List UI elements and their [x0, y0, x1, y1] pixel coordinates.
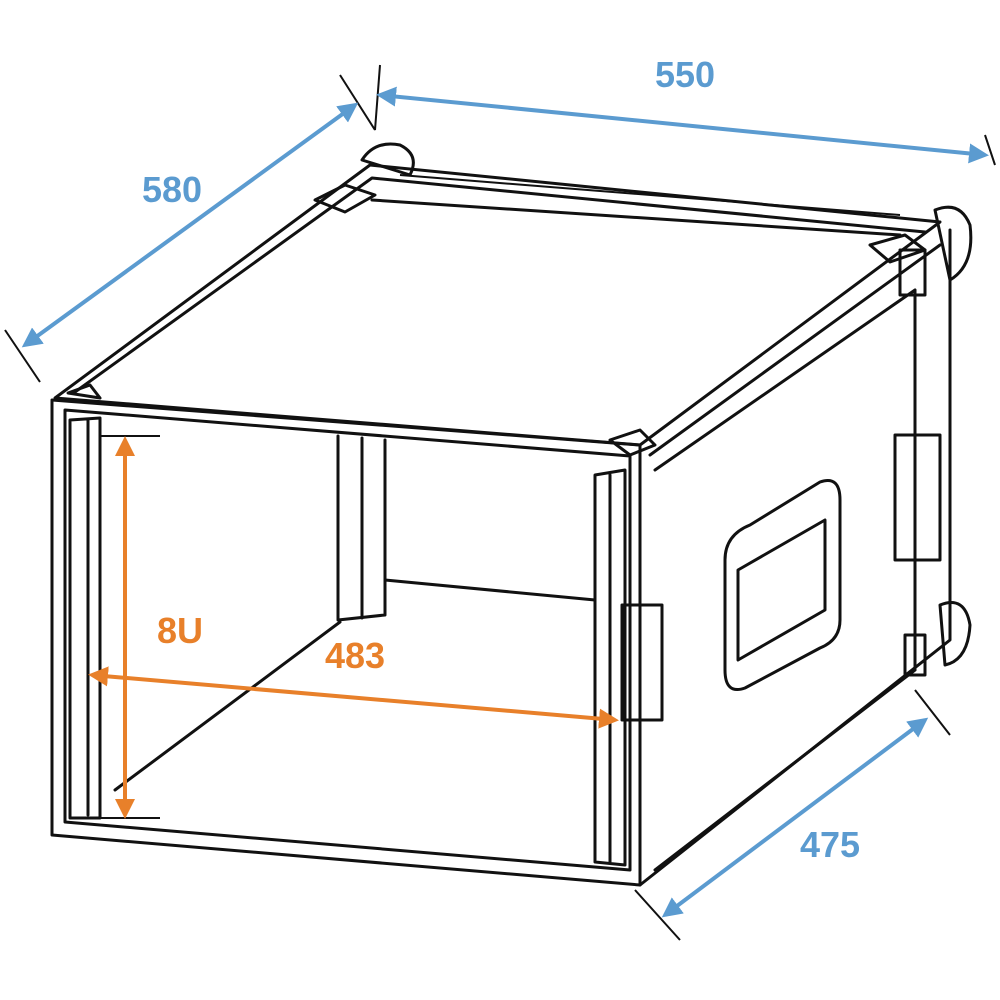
side-depth-label: 475: [800, 824, 860, 865]
corner-ball-back-right: [933, 205, 973, 282]
rack-units-label: 8U: [157, 610, 203, 651]
corner-ball-back-left: [360, 142, 415, 177]
width-label: 550: [655, 54, 715, 95]
dimension-lines: [21, 86, 989, 918]
front-latch: [620, 603, 664, 722]
depth-dimension-line: [21, 102, 359, 348]
rack-width-dimension-line: [88, 666, 619, 729]
case-outline: [4, 64, 996, 941]
side-handle: [723, 479, 842, 691]
corner-ball-bottom-right: [938, 601, 972, 667]
width-dimension-line: [376, 86, 989, 164]
rack-width-label: 483: [325, 635, 385, 676]
side-latch: [893, 433, 942, 562]
depth-label: 580: [142, 169, 202, 210]
side-depth-dimension-line: [661, 717, 929, 918]
